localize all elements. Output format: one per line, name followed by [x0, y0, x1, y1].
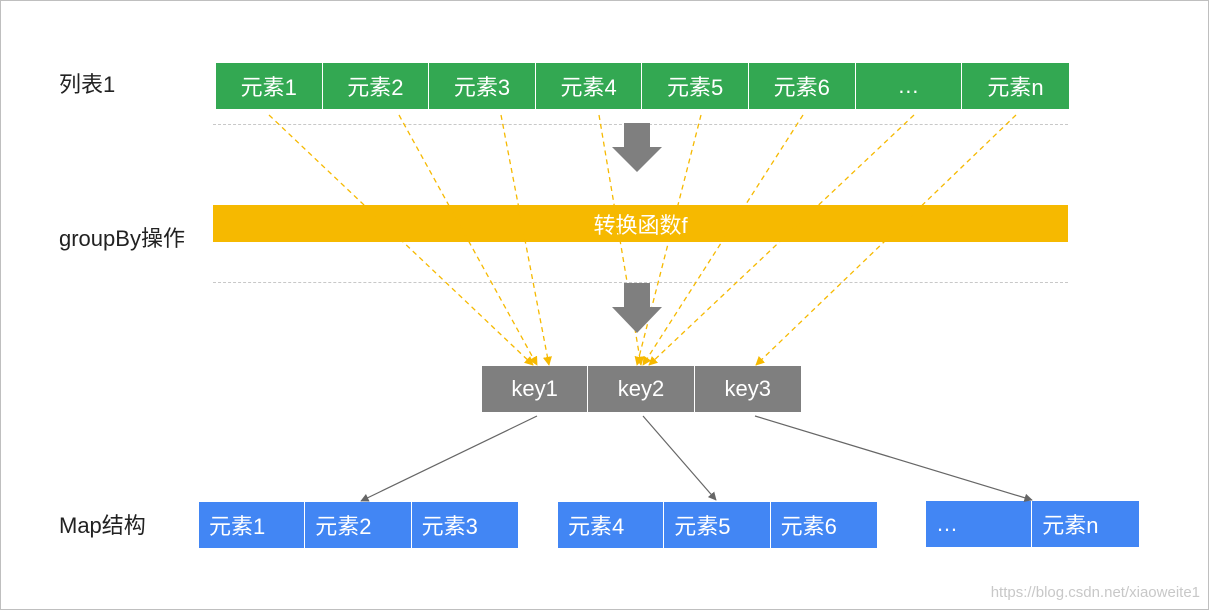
mapping-arrow: [755, 114, 1017, 366]
mapping-arrow: [634, 114, 702, 366]
map-group-3: … 元素n: [926, 501, 1139, 547]
map-row-label: Map结构: [59, 513, 146, 538]
map-element: 元素3: [411, 502, 518, 548]
map-group-1: 元素1 元素2 元素3: [199, 502, 518, 548]
dashed-divider: [213, 282, 1068, 283]
map-element: 元素6: [770, 502, 877, 548]
watermark: https://blog.csdn.net/xiaoweite1: [990, 584, 1200, 601]
mapping-arrow: [648, 114, 915, 366]
key-row: key1 key2 key3: [482, 366, 801, 412]
transform-function-label: 转换函数f: [593, 212, 688, 238]
list-row: 元素1 元素2 元素3 元素4 元素5 元素6 … 元素n: [216, 63, 1069, 109]
list-element: …: [855, 63, 963, 109]
map-element: 元素4: [558, 502, 665, 548]
key-cell: key2: [588, 366, 695, 412]
key-cell: key3: [694, 366, 801, 412]
down-arrow-icon: [612, 123, 662, 172]
key-to-map-arrow: [642, 415, 717, 501]
map-element: 元素n: [1032, 501, 1139, 547]
mapping-arrow: [398, 114, 538, 366]
key-to-map-arrow: [360, 415, 538, 502]
list-element: 元素1: [216, 63, 323, 109]
list-element: 元素5: [642, 63, 749, 109]
list-element: 元素4: [535, 63, 643, 109]
list-row-label: 列表1: [59, 72, 116, 97]
key-to-map-arrow: [754, 415, 1033, 502]
list-element: 元素3: [429, 63, 536, 109]
transform-function-bar: 转换函数f: [213, 205, 1068, 242]
map-element: …: [926, 501, 1033, 547]
map-element: 元素5: [664, 502, 771, 548]
mapping-arrow: [500, 114, 552, 366]
list-element: 元素6: [748, 63, 856, 109]
map-element: 元素2: [305, 502, 412, 548]
list-element: 元素n: [962, 63, 1069, 109]
mapping-arrow: [268, 114, 534, 366]
mapping-arrow: [642, 114, 804, 366]
down-arrow-icon: [612, 283, 662, 333]
list-element: 元素2: [322, 63, 430, 109]
map-group-2: 元素4 元素5 元素6: [558, 502, 877, 548]
groupby-row-label: groupBy操作: [59, 226, 185, 251]
key-cell: key1: [482, 366, 589, 412]
map-element: 元素1: [199, 502, 306, 548]
